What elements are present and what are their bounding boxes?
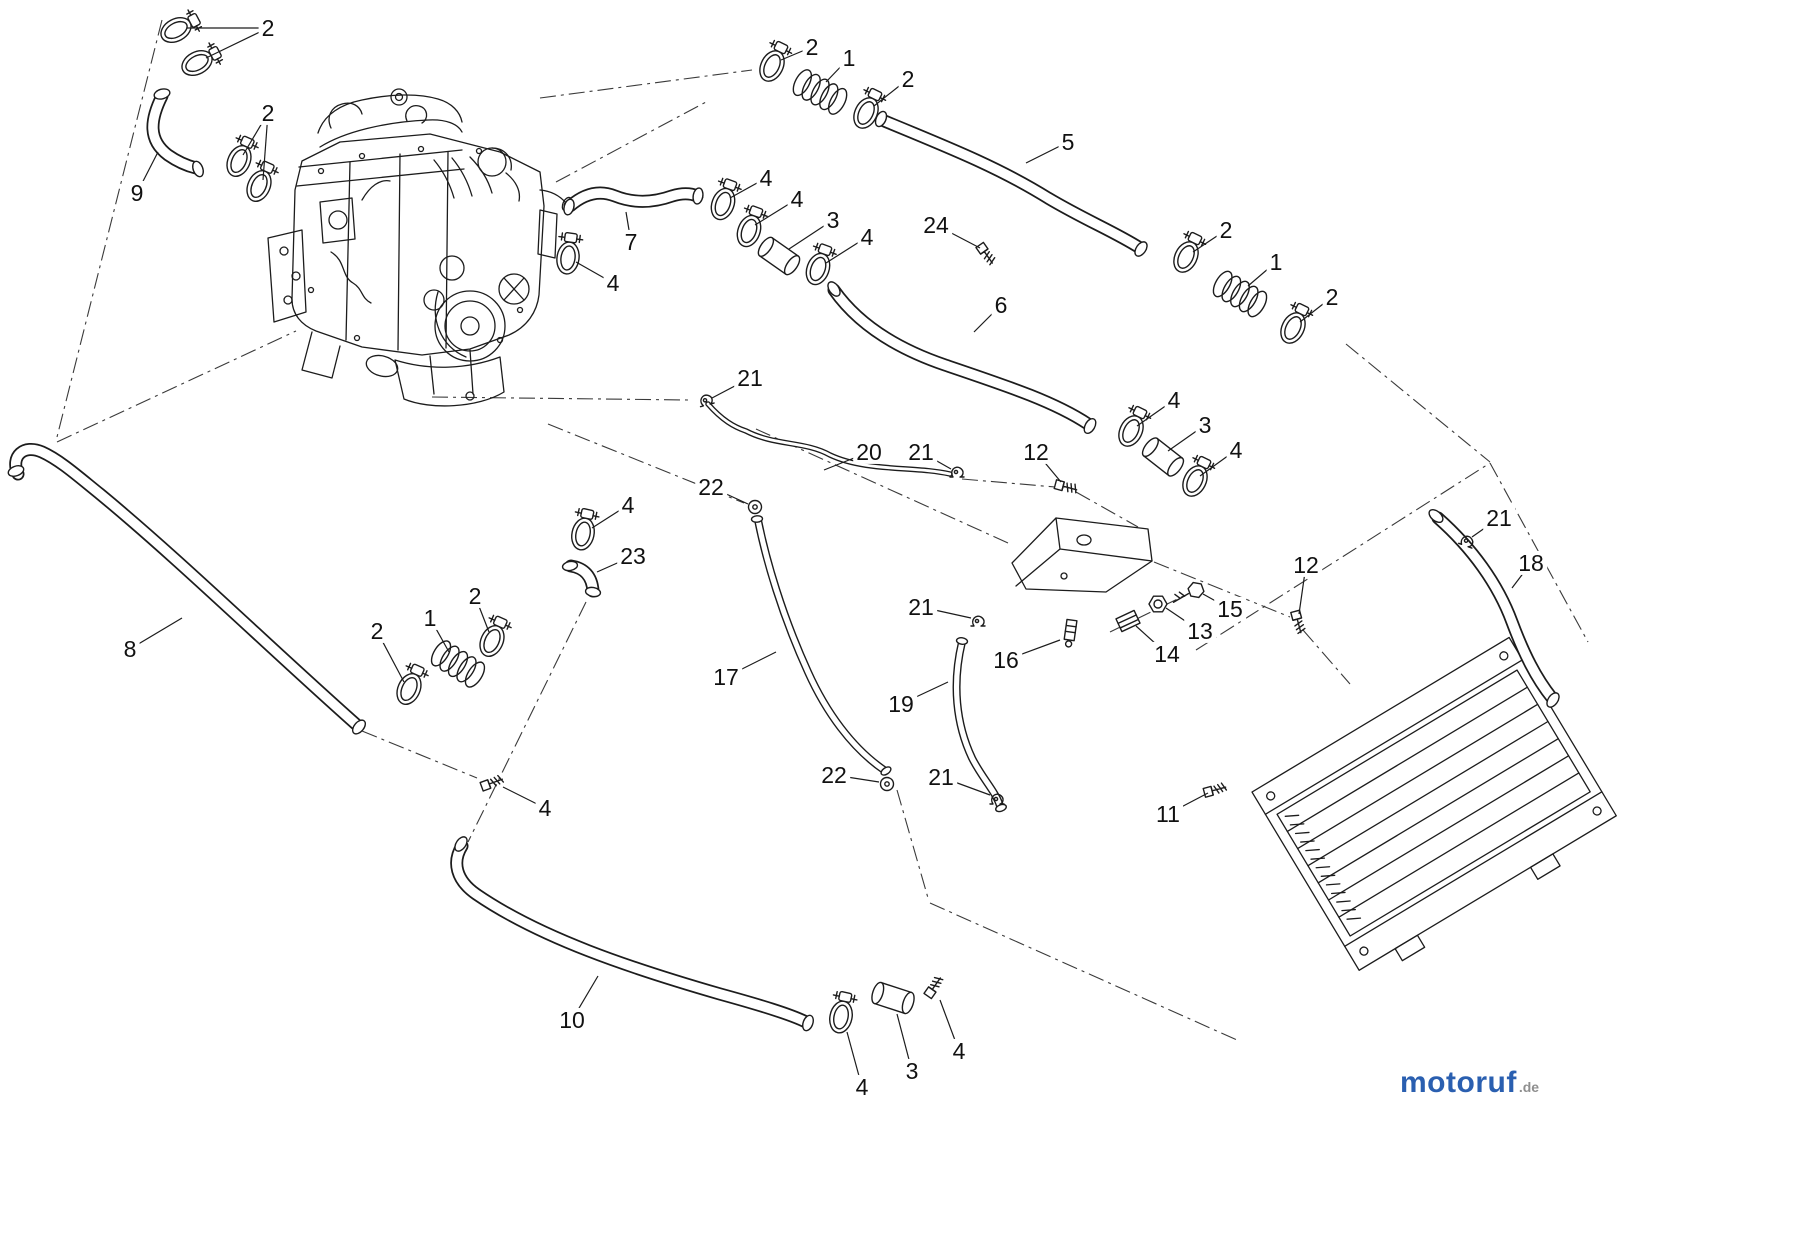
- callout-20: 20: [853, 440, 885, 464]
- callout-4: 4: [787, 187, 807, 211]
- callout-4: 4: [1164, 388, 1184, 412]
- callout-2: 2: [1216, 218, 1236, 242]
- callout-3: 3: [823, 208, 843, 232]
- watermark-tld: .de: [1518, 1079, 1540, 1095]
- callout-21: 21: [734, 366, 766, 390]
- callout-4: 4: [535, 796, 555, 820]
- callout-3: 3: [1195, 413, 1215, 437]
- callout-4: 4: [857, 225, 877, 249]
- callout-15: 15: [1214, 597, 1246, 621]
- callout-10: 10: [556, 1008, 588, 1032]
- callout-4: 4: [949, 1039, 969, 1063]
- callout-4: 4: [603, 271, 623, 295]
- callout-12: 12: [1020, 440, 1052, 464]
- callout-24: 24: [920, 213, 952, 237]
- callout-1: 1: [1266, 250, 1286, 274]
- callout-22: 22: [695, 475, 727, 499]
- callout-3: 3: [902, 1059, 922, 1083]
- callout-7: 7: [621, 230, 641, 254]
- callout-21: 21: [905, 595, 937, 619]
- callout-13: 13: [1184, 619, 1216, 643]
- watermark-logo[interactable]: motoruf.de: [1400, 1066, 1539, 1100]
- callout-14: 14: [1151, 642, 1183, 666]
- callout-2: 2: [898, 67, 918, 91]
- callout-2: 2: [258, 16, 278, 40]
- callout-2: 2: [465, 584, 485, 608]
- callout-1: 1: [839, 46, 859, 70]
- callout-9: 9: [127, 181, 147, 205]
- radiator-assembly: [1251, 636, 1617, 971]
- callout-21: 21: [925, 765, 957, 789]
- callout-2: 2: [1322, 285, 1342, 309]
- callout-22: 22: [818, 763, 850, 787]
- watermark-brand[interactable]: motoruf: [1400, 1066, 1517, 1099]
- callout-2: 2: [258, 101, 278, 125]
- callout-21: 21: [905, 440, 937, 464]
- callout-16: 16: [990, 648, 1022, 672]
- callout-19: 19: [885, 692, 917, 716]
- callout-4: 4: [852, 1075, 872, 1099]
- hoses: [7, 88, 1560, 1032]
- construction-lines: [56, 19, 1589, 1041]
- heat-shield: [1011, 517, 1153, 593]
- callout-18: 18: [1515, 551, 1547, 575]
- callout-1: 1: [420, 606, 440, 630]
- callout-23: 23: [617, 544, 649, 568]
- callout-17: 17: [710, 665, 742, 689]
- callout-4: 4: [756, 166, 776, 190]
- callout-4: 4: [618, 493, 638, 517]
- callout-4: 4: [1226, 438, 1246, 462]
- callout-12: 12: [1290, 553, 1322, 577]
- callout-11: 11: [1153, 802, 1183, 826]
- callout-6: 6: [991, 293, 1011, 317]
- callout-8: 8: [120, 637, 140, 661]
- callout-2: 2: [802, 35, 822, 59]
- callout-5: 5: [1058, 130, 1078, 154]
- engine-illustration: [267, 88, 573, 407]
- callout-2: 2: [367, 619, 387, 643]
- callout-21: 21: [1483, 506, 1515, 530]
